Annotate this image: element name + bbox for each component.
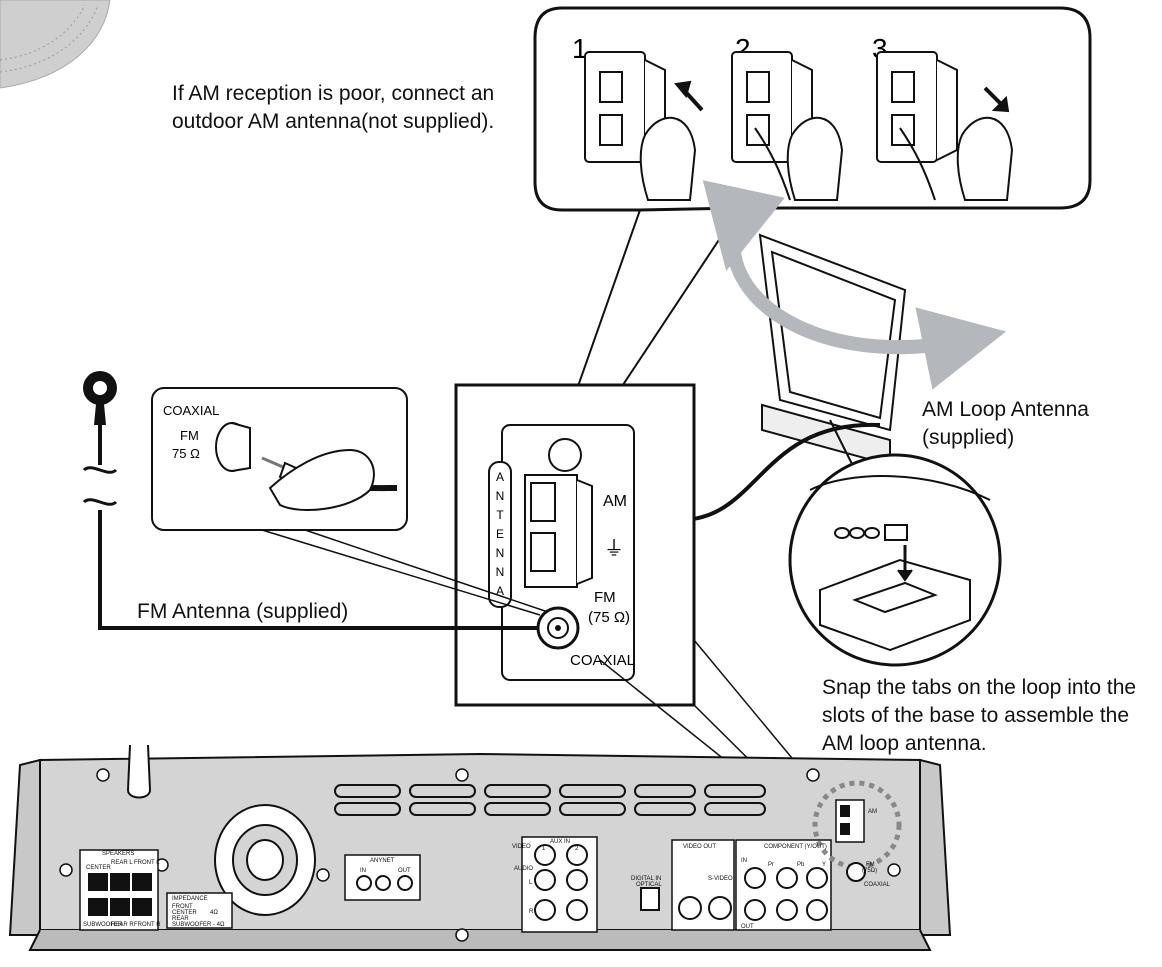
coax-callout: COAXIAL FM 75 Ω (151, 387, 408, 531)
rp-front-r: FRONT R (134, 922, 161, 928)
rp-anynet-in: IN (360, 868, 366, 874)
fm-terminal-label: FM (594, 589, 616, 606)
svg-text:N: N (496, 546, 505, 560)
coax-callout-label: COAXIAL (163, 403, 219, 418)
rp-y: Y (822, 862, 826, 868)
am-loop-caption-line1: AM Loop Antenna (922, 398, 1089, 421)
ground-symbol-icon: ⏚ (604, 538, 624, 560)
rotate-arrow (702, 180, 1007, 390)
coax-pointer-lines (261, 529, 549, 616)
rp-digital-in: DIGITAL IN (631, 876, 661, 882)
coax-callout-fm: FM (180, 428, 199, 443)
snap-caption-line1: Snap the tabs on the loop into the (822, 676, 1137, 699)
rp-mini-fm: FM (866, 862, 875, 868)
am-poor-caption-line1: If AM reception is poor, connect an (172, 82, 495, 105)
rp-imp-rear: REAR (172, 916, 189, 922)
mini-antenna-block (812, 780, 902, 882)
am-terminal-label: AM (603, 493, 627, 510)
svg-text:N: N (496, 489, 505, 503)
snap-caption-line2: slots of the base to assemble the (822, 704, 1130, 727)
rp-aux-2: 2 (575, 846, 579, 852)
rp-imp-front: FRONT (172, 904, 193, 910)
steps-callout: 1 2 3 (533, 6, 1092, 212)
rp-impedance: IMPEDANCE (172, 896, 208, 902)
svg-text:E: E (496, 527, 504, 541)
rp-r: R (529, 909, 534, 915)
rp-mini-coax: COAXIAL (864, 882, 891, 888)
coaxial-label: COAXIAL (570, 652, 635, 669)
rp-audio: AUDIO (514, 866, 533, 872)
antenna-panel-zoom (454, 383, 696, 707)
decorative-disc (0, 0, 111, 89)
svg-text:T: T (496, 508, 504, 522)
fm-wire-antenna (82, 371, 538, 630)
rp-video: VIDEO (512, 844, 531, 850)
terminal-step-3 (876, 51, 1014, 201)
am-loop-cable (592, 422, 881, 522)
rp-pb: Pb (797, 862, 805, 868)
terminal-step-1 (584, 51, 704, 201)
snap-tabs-callout (788, 419, 1002, 667)
fm-antenna-caption: FM Antenna (supplied) (137, 600, 349, 623)
snap-caption-line3: AM loop antenna. (822, 732, 987, 755)
am-loop-caption-line2: (supplied) (922, 426, 1015, 449)
rp-l: L (529, 880, 533, 886)
coax-callout-ohm: 75 Ω (172, 446, 200, 461)
fm-ohm-label: (75 Ω) (588, 609, 630, 626)
rp-front-l: FRONT L (134, 860, 160, 866)
svg-text:N: N (496, 565, 505, 579)
rp-imp-center: CENTER (172, 910, 197, 916)
rp-video-out: VIDEO OUT (683, 844, 716, 850)
rp-speakers: SPEAKERS (102, 851, 134, 857)
rp-rear-r: REAR R (111, 922, 134, 928)
rp-aux-1: 1 (542, 846, 546, 852)
rp-subwoofer: SUBWOOFER (83, 922, 123, 928)
rp-anynet: ANYNET (370, 858, 395, 864)
rp-mini-ohm: (75Ω) (862, 868, 877, 874)
rp-comp-out: OUT (741, 924, 754, 930)
rp-center: CENTER (86, 865, 111, 871)
rp-imp-sub: SUBWOOFER - 4Ω (172, 922, 225, 928)
receiver-rear-panel (8, 744, 952, 951)
rp-anynet-out: OUT (398, 868, 411, 874)
svg-text:A: A (496, 584, 504, 598)
rp-aux-in: AUX IN (550, 839, 570, 845)
rp-optical: OPTICAL (636, 882, 662, 888)
rp-comp-in: IN (741, 858, 747, 864)
rp-pr: Pr (768, 862, 774, 868)
svg-text:A: A (496, 470, 504, 484)
rp-mini-am: AM (868, 809, 877, 815)
rp-rear-l: REAR L (111, 860, 133, 866)
step-1-number: 1 (572, 33, 588, 64)
rp-imp-val: 4Ω (210, 910, 218, 916)
rp-component: COMPONENT (Y/OUT) (764, 844, 827, 850)
antenna-vertical-label: A N T E N N A (496, 470, 505, 598)
rp-s-video: S-VIDEO (708, 876, 733, 882)
am-poor-caption-line2: outdoor AM antenna(not supplied). (172, 110, 495, 133)
